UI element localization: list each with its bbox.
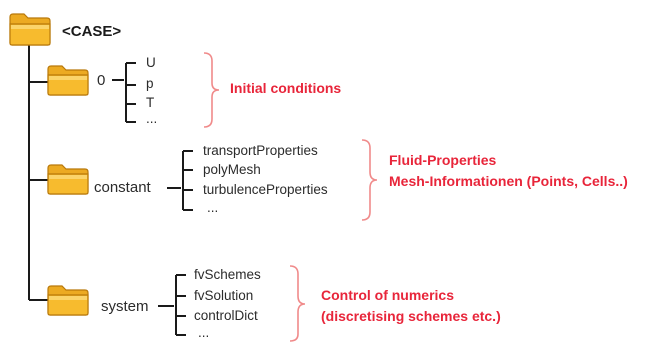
brace-system	[289, 265, 306, 342]
file-0-1: p	[146, 76, 154, 91]
file-2-1: fvSolution	[194, 288, 254, 303]
file-0-3: ...	[146, 111, 158, 126]
folder-0-label: 0	[97, 72, 106, 89]
file-1-3: ...	[207, 200, 219, 215]
file-1-1: polyMesh	[203, 162, 261, 177]
root-label: <CASE>	[62, 23, 122, 40]
brace-initial	[203, 52, 220, 128]
note-fluid-properties: Fluid-Properties	[389, 152, 497, 168]
folder-system-label: system	[101, 298, 149, 315]
file-2-2: controlDict	[194, 308, 258, 323]
root-folder-icon	[9, 13, 51, 46]
tree-lines	[28, 40, 193, 336]
file-0-2: T	[146, 95, 155, 110]
folder-constant-label: constant	[94, 179, 151, 196]
file-2-3: ...	[198, 325, 210, 340]
folder-0-icon	[47, 65, 89, 96]
file-1-0: transportProperties	[203, 143, 318, 158]
braces	[203, 52, 378, 342]
note-initial-conditions: Initial conditions	[230, 80, 342, 96]
note-mesh-informationen: Mesh-Informationen (Points, Cells..)	[389, 173, 628, 189]
folder-system-icon	[47, 285, 89, 316]
note-discretising-schemes: (discretising schemes etc.)	[321, 308, 501, 324]
file-2-0: fvSchemes	[194, 267, 261, 282]
folder-constant-icon	[47, 164, 89, 195]
brace-constant	[361, 139, 378, 221]
note-control-numerics: Control of numerics	[321, 287, 455, 303]
file-1-2: turbulenceProperties	[203, 182, 328, 197]
file-0-0: U	[146, 55, 156, 70]
